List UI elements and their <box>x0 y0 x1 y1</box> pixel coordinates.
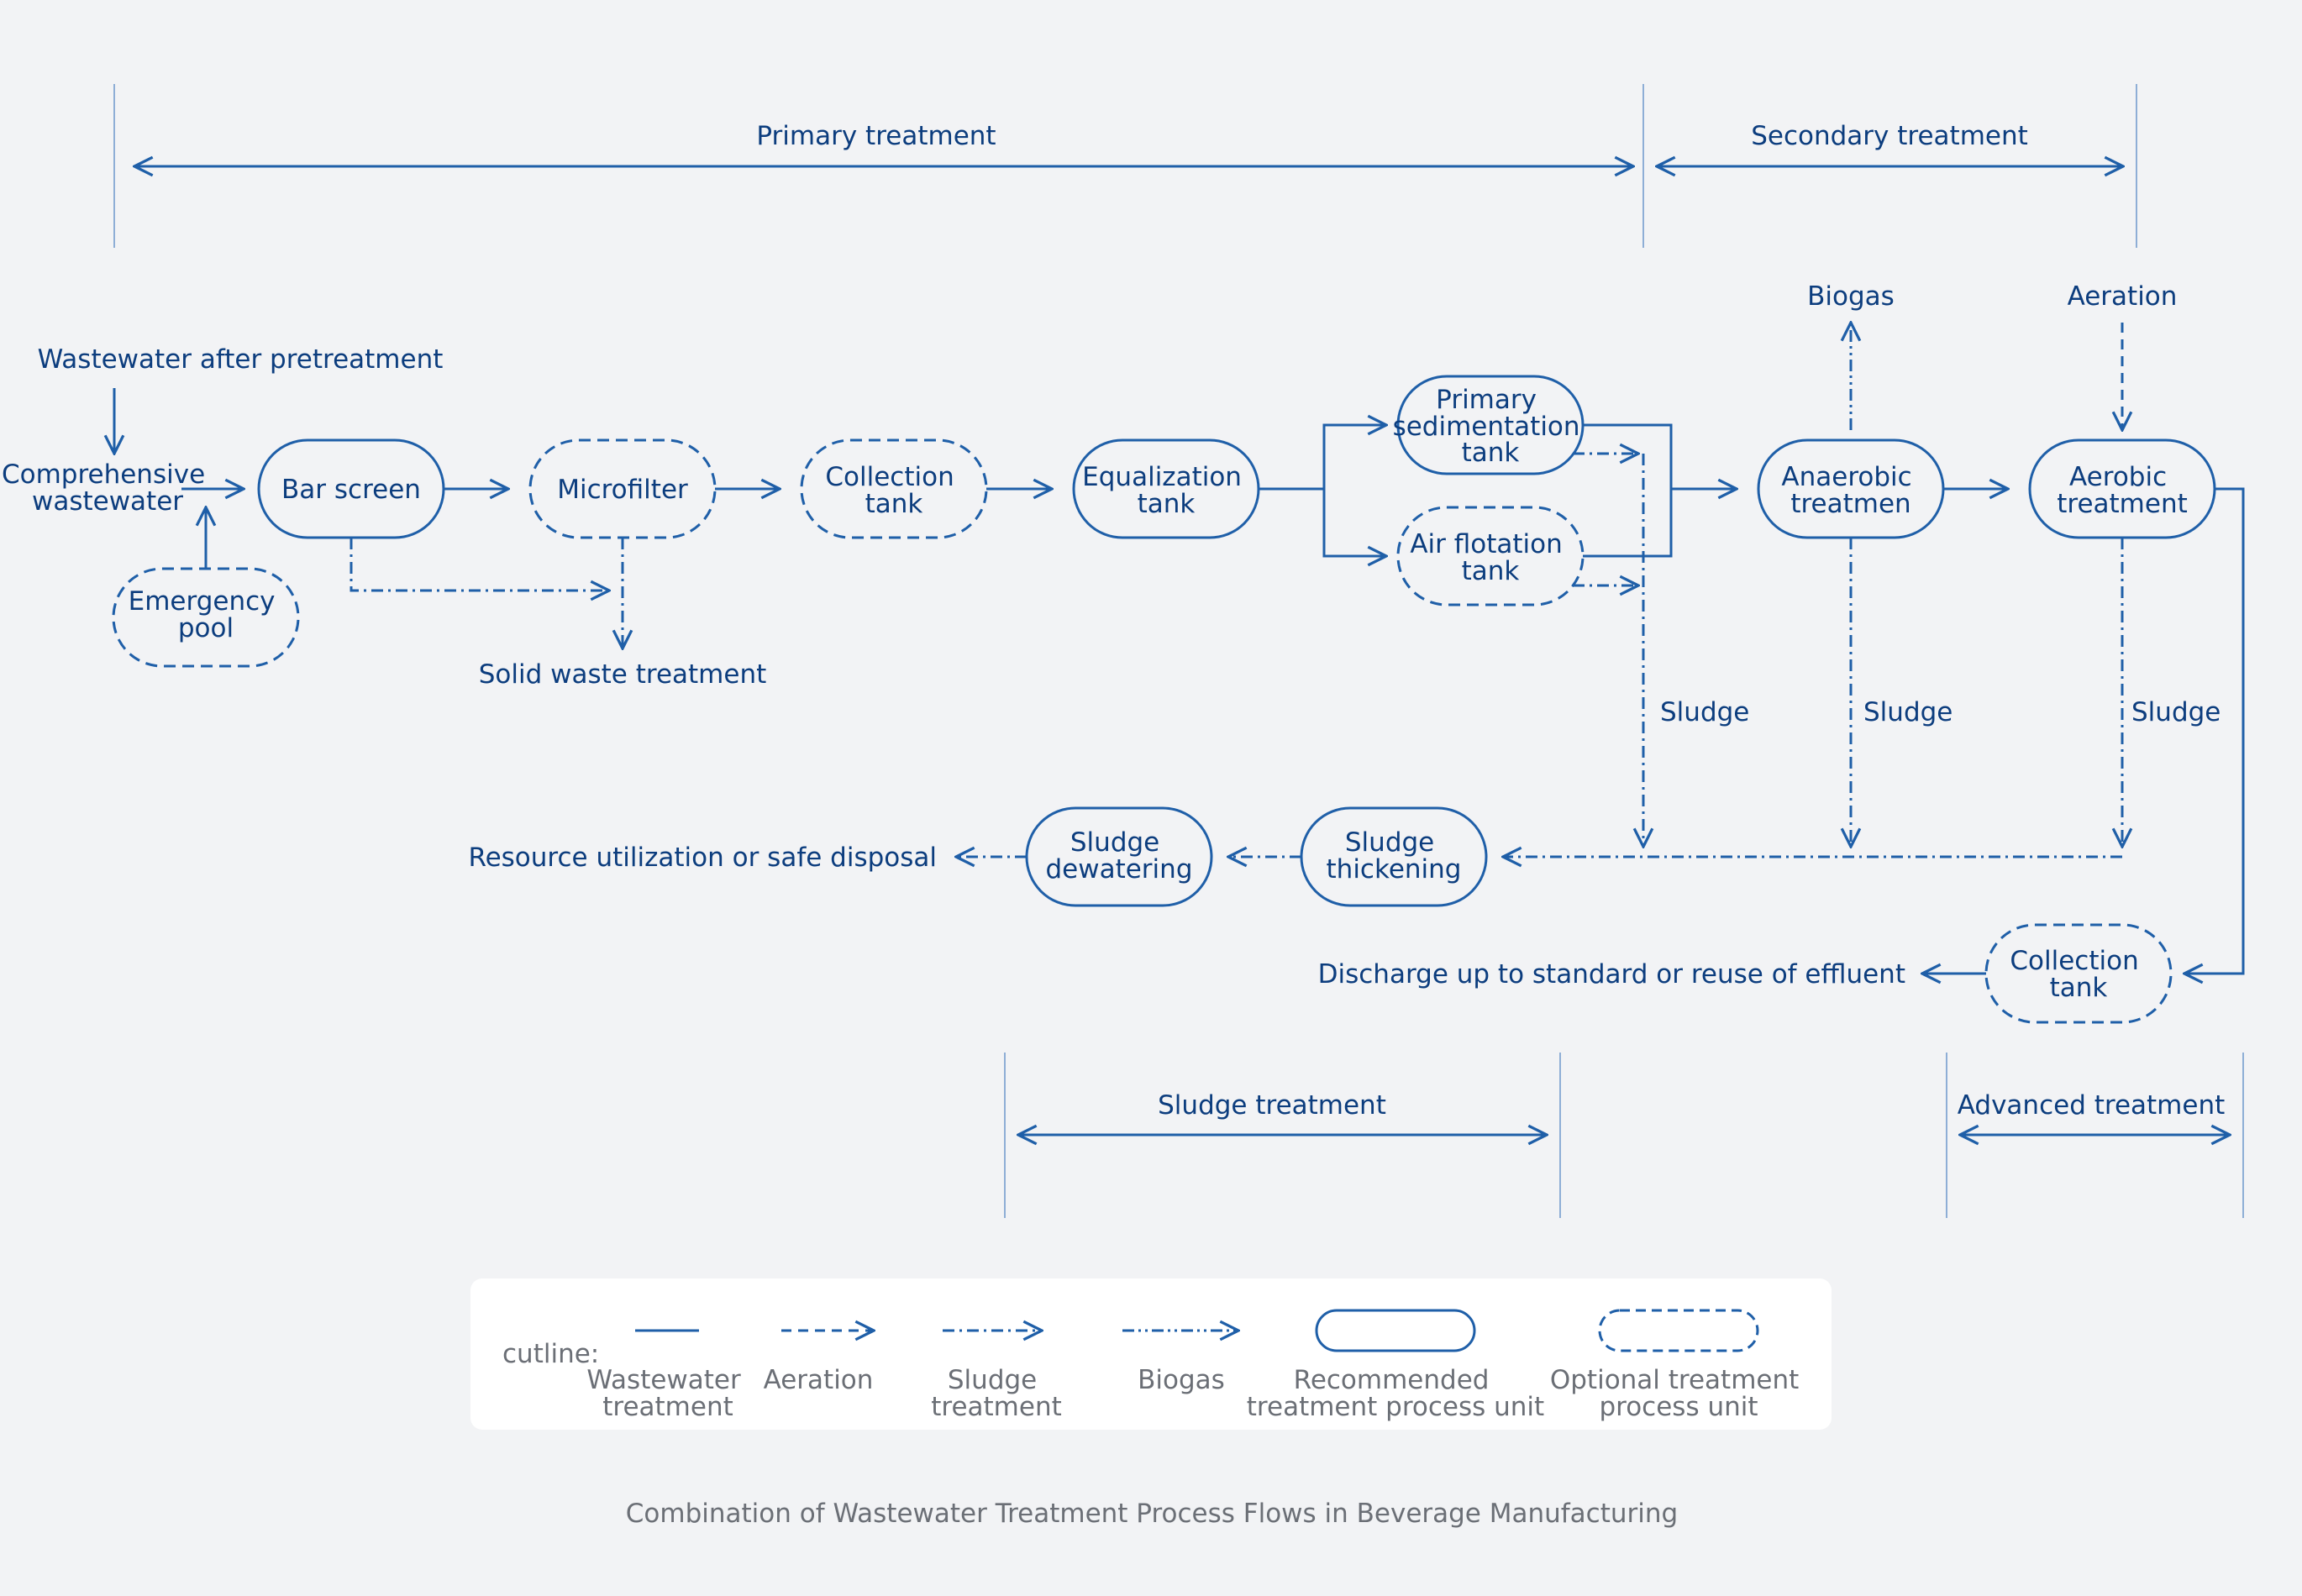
wastewater-flows <box>114 388 2245 974</box>
collection-tank-1-box <box>800 438 988 539</box>
diagram-caption: Combination of Wastewater Treatment Proc… <box>626 1499 1678 1529</box>
legend-optional-label: Optional treatment process unit <box>1550 1365 1807 1422</box>
advanced-stage-label: Advanced treatment <box>1958 1090 2226 1121</box>
legend-biogas-label: Biogas <box>1138 1365 1225 1395</box>
collection-tank-2-box <box>1984 923 2173 1024</box>
equalization-tank-label: Equalization tank <box>1082 462 1250 519</box>
biogas-label: Biogas <box>1807 281 1895 312</box>
resource-utilization-label: Resource utilization or safe disposal <box>468 843 937 873</box>
aeration-label: Aeration <box>2068 281 2178 312</box>
primary-sedimentation-tank-label: Primary sedimentation tank <box>1393 385 1589 468</box>
sludge-stage-label: Sludge treatment <box>1158 1090 1386 1121</box>
collection-tank-2-label: Collection tank <box>2010 946 2147 1003</box>
air-flotation-tank-box <box>1396 506 1585 606</box>
legend-aeration-label: Aeration <box>764 1365 874 1395</box>
sludge-dewatering-label: Sludge dewatering <box>1045 827 1192 885</box>
secondary-stage-label: Secondary treatment <box>1751 121 2028 151</box>
sludge-thickening-label: Sludge thickening <box>1327 827 1462 885</box>
emergency-pool-label: Emergency pool <box>129 586 284 643</box>
legend-recommended-label: Recommended treatment process unit <box>1247 1365 1544 1422</box>
flow-to-primary-sedimentation <box>1322 425 1386 489</box>
wastewater-after-pretreatment-label: Wastewater after pretreatment <box>38 344 444 375</box>
legend-panel <box>470 1278 1832 1430</box>
comprehensive-wastewater-label: Comprehensive wastewater <box>2 459 213 517</box>
anaerobic-label: Anaerobic treatmen <box>1781 462 1920 519</box>
sludge-label-aerobic: Sludge <box>2131 697 2221 727</box>
stage-brackets <box>113 84 2244 1218</box>
discharge-effluent-label: Discharge up to standard or reuse of eff… <box>1318 959 1905 990</box>
solid-waste-treatment-label: Solid waste treatment <box>479 659 767 690</box>
bar-screen-label: Bar screen <box>281 475 421 505</box>
legend-sludge-label: Sludge treatment <box>931 1365 1062 1422</box>
flow-to-air-flotation <box>1322 489 1386 556</box>
air-flotation-tank-label: Air flotation tank <box>1410 529 1570 586</box>
legend-optional-shape <box>1598 1309 1759 1352</box>
collection-tank-1-label: Collection tank <box>825 462 962 519</box>
legend-wastewater-label: Wastewater treatment <box>586 1365 749 1422</box>
flow-sedimentation-merge <box>1583 423 1673 558</box>
primary-stage-label: Primary treatment <box>756 121 996 151</box>
legend-recommended-shape <box>1315 1309 1476 1352</box>
microfilter-label: Microfilter <box>557 475 688 505</box>
aerobic-label: Aerobic treatment <box>2057 462 2188 519</box>
sludge-label-anaerobic: Sludge <box>1863 697 1952 727</box>
flow-aerobic-to-collection <box>2184 487 2245 974</box>
legend: cutline: Wastewater treatment Aeration S… <box>470 1278 1832 1430</box>
sludge-bar-screen-to-solid-waste <box>350 538 609 591</box>
legend-prefix: cutline: <box>502 1339 599 1369</box>
sludge-label-sedimentation: Sludge <box>1660 697 1749 727</box>
sludge-flows <box>350 454 2122 857</box>
stage-arrows <box>134 166 2230 1135</box>
